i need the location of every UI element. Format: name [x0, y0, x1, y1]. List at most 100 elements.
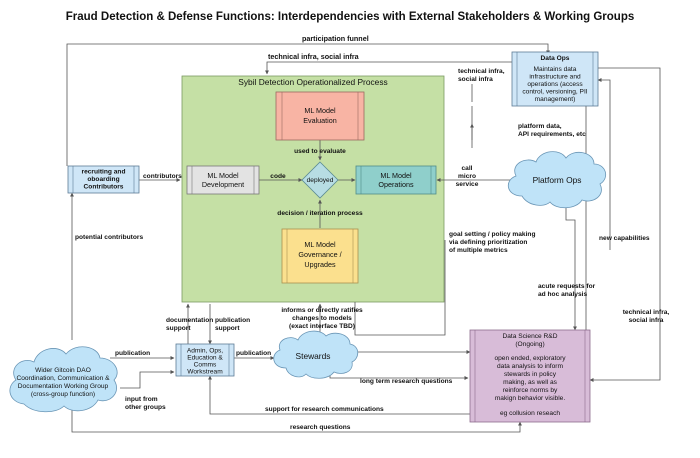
label-informs-1: informs or directly ratifies [281, 307, 363, 314]
node-stewards[interactable]: Stewards [273, 330, 359, 379]
data-ops-line-2: infrastructure and [529, 74, 581, 81]
ml-gov-label-1: ML Model [304, 240, 336, 249]
admin-line-3: Comms [194, 362, 217, 369]
label-decision-iteration: decision / iteration process [277, 210, 363, 217]
label-tech-infra-far-right-2: social infra [629, 317, 664, 324]
ds-line-2: data analysis to inform [497, 363, 563, 370]
label-new-capabilities: new capabilities [599, 235, 650, 242]
deployed-label: deployed [307, 177, 334, 184]
ml-eval-label-1: ML Model [304, 106, 336, 115]
ds-line-6: makign behavior visible. [495, 395, 566, 402]
label-platform-data-2: API requirements, etc [518, 131, 586, 138]
label-used-to-evaluate: used to evaluate [294, 148, 346, 155]
label-tech-infra-right-1: technical infra, [458, 68, 505, 75]
node-admin-workstream[interactable]: Admin, Ops, Education & Comms Workstream [175, 343, 235, 377]
ml-dev-label-2: Development [202, 180, 244, 189]
edge-new-capabilities [597, 78, 611, 250]
label-informs-2: changes to models [292, 315, 352, 322]
label-acute-requests-1: acute requests for [538, 283, 596, 290]
wider-dao-line-2: Coordination, Communication & [16, 375, 110, 382]
label-tech-infra-top: technical infra, social infra [268, 52, 360, 61]
label-participation-funnel: participation funnel [302, 34, 369, 43]
label-input-other-2: other groups [125, 404, 166, 411]
node-ml-model-operations[interactable]: ML Model Operations [355, 165, 437, 195]
label-input-other-1: input from [125, 396, 158, 403]
label-goal-setting-2: via defining prioritization [449, 239, 527, 246]
node-recruiting-contributors[interactable]: recruiting and oboarding Contributors [67, 165, 140, 194]
ml-ops-label-2: Operations [378, 180, 414, 189]
edge-goal-setting [354, 240, 446, 336]
ds-line-4: making, as well as [503, 379, 558, 386]
platform-ops-label: Platform Ops [533, 175, 582, 185]
label-call-2: micro [458, 173, 476, 180]
label-pub-support-1: publication [215, 317, 250, 324]
node-ml-model-evaluation[interactable]: ML Model Evaluation [275, 91, 365, 141]
label-research-questions: research questions [290, 424, 351, 431]
edge-long-term [329, 370, 469, 380]
edge-support-research [208, 375, 470, 415]
label-call-1: call [462, 165, 473, 172]
edge-labels: participation funnel technical infra, so… [75, 34, 669, 431]
ml-dev-label-1: ML Model [207, 171, 239, 180]
ml-gov-label-2: Governance / [298, 250, 341, 259]
stewards-label: Stewards [296, 351, 331, 361]
ml-ops-label-1: ML Model [380, 171, 412, 180]
sybil-panel-title: Sybil Detection Operationalized Process [238, 77, 387, 87]
ds-line-1: open ended, exploratory [494, 355, 566, 362]
node-ml-model-development[interactable]: ML Model Development [186, 165, 260, 195]
edges [66, 43, 661, 433]
label-informs-3: (exact interface TBD) [289, 323, 355, 330]
label-publication-left: publication [115, 350, 150, 357]
label-support-research: support for research communications [265, 406, 384, 413]
edge-acute-requests [565, 206, 577, 331]
label-platform-data-1: platform data, [518, 123, 562, 130]
label-doc-support-2: support [166, 325, 191, 332]
admin-line-2: Education & [187, 355, 223, 362]
node-ml-model-governance[interactable]: ML Model Governance / Upgrades [281, 228, 359, 284]
data-ops-line-3: operations (access [527, 81, 583, 88]
label-pub-support-2: support [215, 325, 240, 332]
label-publication-right: publication [236, 350, 271, 357]
label-code: code [270, 173, 286, 180]
node-wider-gitcoin-dao[interactable]: Wider Gitcoin DAO Coordination, Communic… [9, 346, 118, 413]
wider-dao-line-3: Documentation Working Group [18, 383, 109, 390]
wider-dao-line-1: Wider Gitcoin DAO [35, 367, 91, 374]
admin-line-1: Admin, Ops, [187, 348, 223, 355]
wider-dao-line-4: (cross-group function) [31, 391, 95, 398]
label-potential-contributors: potential contributors [75, 234, 143, 241]
label-long-term: long term research questions [360, 378, 453, 385]
node-platform-ops[interactable]: Platform Ops [508, 151, 607, 209]
label-acute-requests-2: ad hoc analysis [538, 291, 587, 298]
edge-tech-infra-top [265, 61, 516, 75]
label-contributors: contributors [143, 173, 182, 180]
data-ops-line-1: Maintains data [534, 66, 577, 73]
data-ops-line-4: control, versioning, PII [522, 89, 587, 96]
label-tech-infra-far-right-1: technical infra, [623, 309, 670, 316]
edge-input-other [120, 370, 175, 389]
edge-research-questions [71, 410, 522, 433]
data-ops-title: Data Ops [541, 55, 570, 62]
ml-gov-label-3: Upgrades [304, 260, 336, 269]
label-doc-support-1: documentation [166, 317, 213, 324]
node-data-science-rd[interactable]: Data Science R&D (Ongoing) open ended, e… [469, 329, 591, 423]
ml-eval-label-2: Evaluation [303, 116, 337, 125]
recruiting-line-2: oboarding [87, 176, 119, 183]
ds-line-3: stewards in policy [504, 371, 557, 378]
label-call-3: service [456, 181, 479, 188]
ds-title-2: (Ongoing) [515, 341, 544, 348]
label-tech-infra-right-2: social infra [458, 76, 493, 83]
recruiting-line-1: recruiting and [82, 169, 126, 176]
label-goal-setting-1: goal setting / policy making [449, 231, 535, 238]
data-ops-line-5: management) [535, 96, 576, 103]
admin-line-4: Workstream [187, 369, 223, 376]
ds-title-1: Data Science R&D [503, 333, 558, 340]
ds-line-5: reinforce norms by [503, 387, 558, 394]
edge-participation-funnel [66, 43, 550, 166]
page-title: Fraud Detection & Defense Functions: Int… [66, 11, 635, 23]
node-deployed[interactable]: deployed [301, 161, 339, 199]
node-data-ops[interactable]: Data Ops Maintains data infrastructure a… [511, 51, 599, 107]
recruiting-line-3: Contributors [84, 184, 124, 191]
edge-tech-infra-far-right [589, 67, 661, 382]
